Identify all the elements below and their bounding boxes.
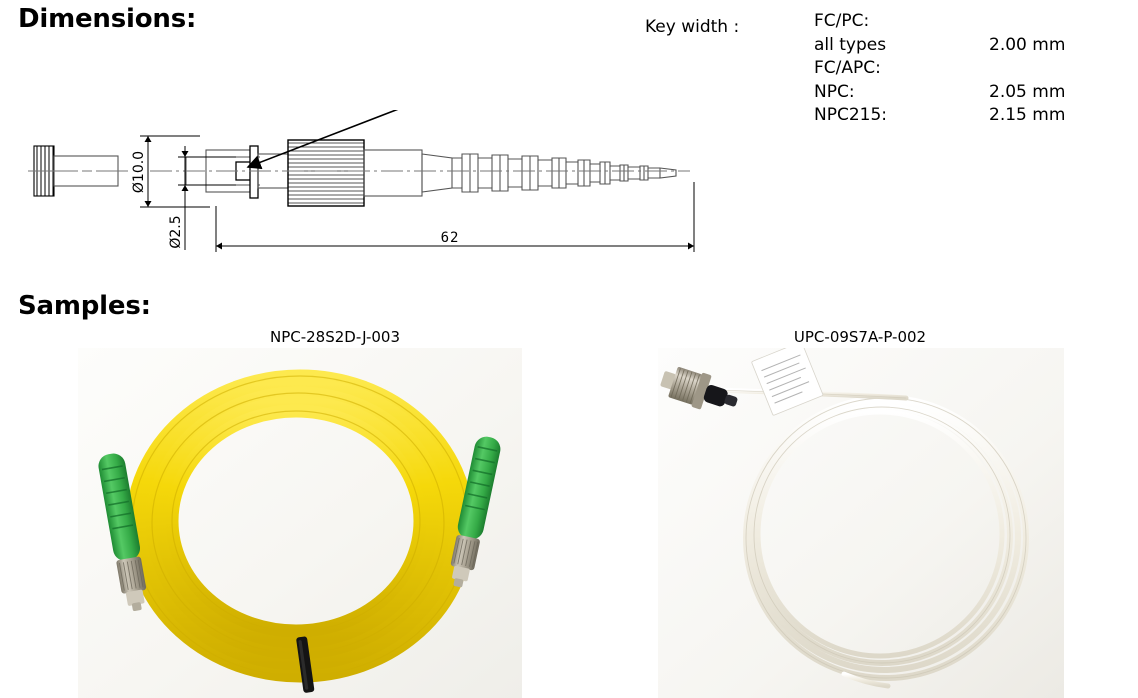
table-row: NPC215: 2.15 mm	[814, 104, 1065, 128]
spec-value: 2.00 mm	[989, 34, 1066, 55]
table-row: NPC: 2.05 mm	[814, 81, 1065, 105]
table-row: FC/APC:	[814, 57, 1065, 81]
spec-label: FC/PC:	[814, 11, 870, 31]
dimension-ferrule-diameter	[178, 146, 236, 250]
spec-label: all types	[814, 34, 887, 55]
connector-body-drawing	[185, 139, 677, 207]
spec-label: NPC:	[814, 81, 855, 102]
spec-value	[989, 57, 1065, 81]
spec-value: 2.15 mm	[989, 105, 1066, 125]
product-tag	[751, 348, 824, 416]
sample-photo-white-pigtail	[658, 348, 1064, 698]
spec-label: NPC215:	[814, 105, 888, 125]
sample-photo-yellow-patchcord	[78, 348, 522, 698]
dimension-label-length: 62	[441, 230, 460, 246]
spec-label: FC/APC:	[814, 58, 881, 78]
fiber-tail	[841, 671, 891, 689]
dimension-length	[215, 182, 695, 252]
dimension-label-outer-diameter: Ø10.0	[131, 151, 147, 193]
dust-cap-drawing	[28, 145, 128, 197]
key-width-leader-line	[246, 110, 399, 170]
key-width-label: Key width :	[645, 17, 740, 37]
section-title-samples: Samples:	[18, 291, 151, 321]
dimension-outer-diameter	[140, 135, 210, 208]
key-width-spec-table: FC/PC: all types 2.00 mm FC/APC: NPC: 2.…	[814, 10, 1065, 128]
page-title-dimensions: Dimensions:	[18, 4, 197, 34]
spec-value	[989, 10, 1065, 34]
fc-connector	[660, 367, 738, 410]
apc-connector-right	[450, 436, 501, 588]
connector-dimension-drawing: Ø10.0 Ø2.5 62	[0, 110, 760, 285]
sample-caption-right: UPC-09S7A-P-002	[793, 328, 927, 346]
sample-caption-left: NPC-28S2D-J-003	[269, 328, 401, 346]
table-row: FC/PC:	[814, 10, 1065, 34]
table-row: all types 2.00 mm	[814, 34, 1065, 58]
dimension-label-ferrule-diameter: Ø2.5	[168, 215, 184, 248]
cable-tie	[296, 636, 315, 693]
spec-value: 2.05 mm	[989, 81, 1066, 102]
apc-connector-left	[98, 453, 147, 612]
